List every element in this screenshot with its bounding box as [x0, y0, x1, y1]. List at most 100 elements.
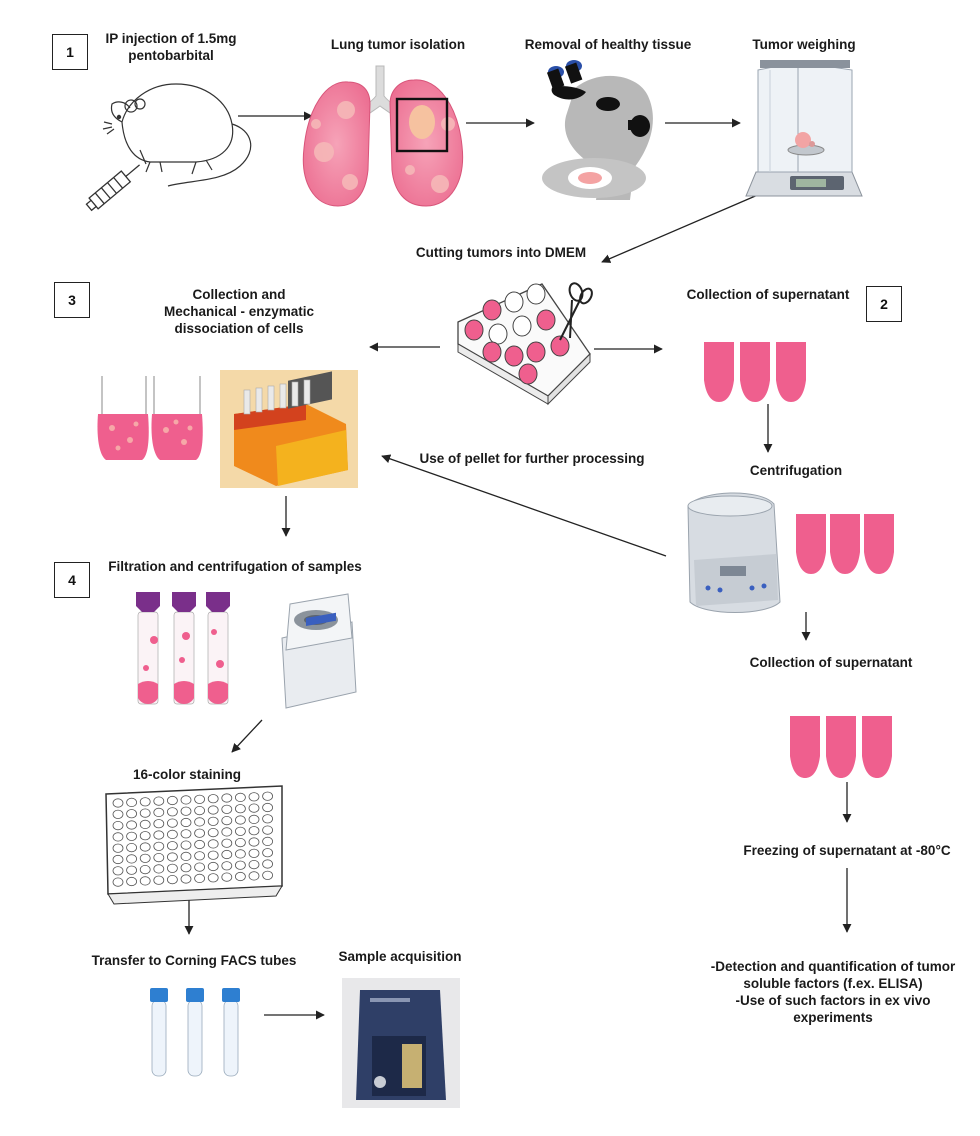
plate-well [139, 819, 151, 830]
plate-well [139, 797, 151, 807]
plate-well [139, 876, 151, 886]
large-centrifuge-illustration [281, 593, 357, 709]
plate-well [221, 793, 233, 803]
plate-well [221, 849, 233, 860]
lung-illustration [302, 65, 464, 207]
balance-illustration [745, 60, 863, 197]
plate-well [126, 809, 138, 819]
label-staining: 16-color staining [132, 767, 242, 782]
plate-well [112, 832, 124, 842]
plate-well [112, 854, 124, 865]
filtration-tubes [136, 592, 230, 705]
plate-well [180, 840, 192, 850]
label-transfer: Transfer to Corning FACS tubes [91, 953, 297, 968]
label-centrifugation: Centrifugation [749, 463, 843, 478]
plate-well [234, 826, 246, 836]
plate-well [194, 805, 206, 816]
plate-well [194, 817, 206, 827]
plate-well [112, 877, 124, 887]
supernatant-tubes-1 [704, 342, 806, 402]
plate-well [248, 826, 260, 836]
plate-well [234, 871, 246, 882]
plate-well [194, 839, 206, 850]
step-3-badge: 3 [54, 282, 90, 318]
plate-well [126, 820, 138, 830]
plate-well [153, 852, 165, 863]
plate-well [221, 827, 233, 837]
plate-well [180, 806, 192, 816]
well-plate-12-illustration [457, 282, 593, 406]
label-removal: Removal of healthy tissue [524, 37, 692, 52]
plate-well [248, 792, 260, 802]
arrows [184, 111, 852, 1020]
plate-well [262, 836, 274, 847]
plate-well [153, 796, 165, 806]
plate-well [126, 797, 138, 808]
plate-well [126, 842, 138, 853]
plate-well [234, 849, 246, 859]
plate-well [248, 871, 260, 881]
plate-well [166, 807, 178, 817]
plate-well [153, 864, 165, 874]
plate-well [234, 804, 246, 814]
mouse-illustration [102, 83, 252, 187]
plate-well [262, 870, 274, 880]
plate-well [207, 850, 219, 860]
plate-well [139, 864, 151, 875]
plate-well [207, 805, 219, 815]
plate-well [262, 848, 274, 858]
flow-cytometer-illustration [342, 978, 460, 1108]
plate-well [180, 829, 192, 839]
plate-well [221, 815, 233, 826]
plate-well [234, 837, 246, 848]
plate-well [153, 807, 165, 818]
plate-well [194, 794, 206, 804]
plate-well [139, 842, 151, 852]
plate-well [180, 874, 192, 884]
plate-well [194, 873, 206, 884]
step-1-badge: 1 [52, 34, 88, 70]
label-weighing: Tumor weighing [752, 37, 856, 52]
plate-well [194, 828, 206, 838]
plate-well [194, 851, 206, 861]
plate-well [180, 795, 192, 805]
plate-well [248, 814, 260, 825]
label-cutting: Cutting tumors into DMEM [415, 245, 587, 260]
plate-well [194, 862, 206, 872]
plate-well [112, 809, 124, 819]
plate-well [262, 802, 274, 813]
label-detection: -Detection and quantification of tumor s… [710, 959, 956, 1025]
plate-well [221, 872, 233, 882]
plate-well [234, 792, 246, 803]
plate-well [180, 851, 192, 862]
plate-well [207, 861, 219, 872]
facs-tubes [150, 988, 240, 1077]
plate-well [248, 837, 260, 847]
plate-well [166, 829, 178, 840]
plate-well [153, 830, 165, 840]
label-filtration: Filtration and centrifugation of samples [108, 559, 362, 574]
plate-well [166, 863, 178, 873]
plate-well [180, 817, 192, 828]
plate-well [126, 876, 138, 887]
label-freezing: Freezing of supernatant at -80°C [743, 843, 951, 858]
plate-well [262, 814, 274, 824]
plate-well [139, 853, 151, 863]
arrow-balance-to-cutting [601, 193, 761, 263]
plate-well [112, 820, 124, 831]
plate-well [262, 791, 274, 801]
label-acquisition: Sample acquisition [338, 949, 462, 964]
plate-well [207, 827, 219, 838]
plate-well [207, 794, 219, 804]
label-collection-supernatant-2: Collection of supernatant [749, 655, 913, 670]
syringe-icon [85, 164, 140, 212]
plate-well [248, 848, 260, 858]
plate-well [166, 795, 178, 806]
plate-well [221, 804, 233, 814]
plate-well [234, 815, 246, 825]
label-lung-isolation: Lung tumor isolation [330, 37, 466, 52]
well-plate-96-illustration [105, 785, 283, 905]
plate-well [248, 803, 260, 813]
label-collection-dissociation: Collection and Mechanical - enzymatic di… [163, 287, 315, 336]
